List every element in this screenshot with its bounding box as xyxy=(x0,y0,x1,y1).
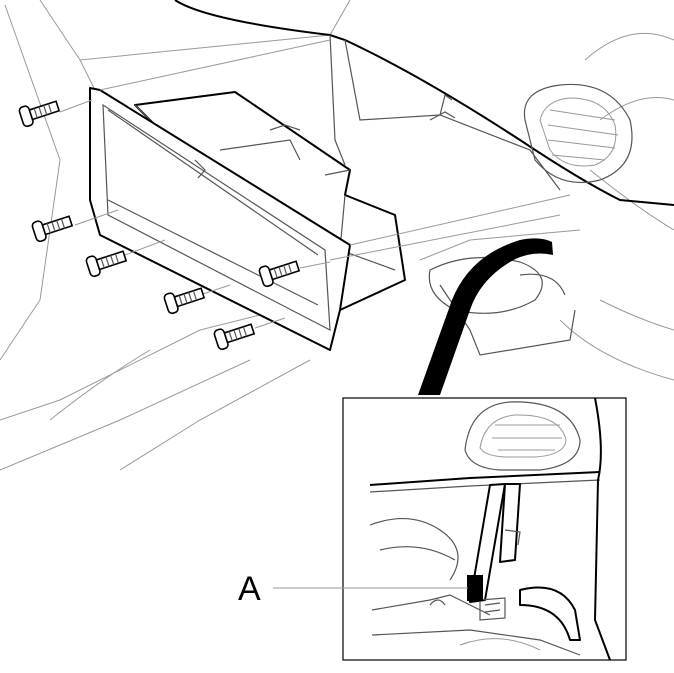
callout-label-a: A xyxy=(238,570,261,608)
detail-inset xyxy=(273,397,627,661)
assembly-leader-lines xyxy=(59,39,571,329)
cable-icon xyxy=(418,238,553,395)
dashboard-outline xyxy=(174,0,674,206)
screw-icon xyxy=(31,215,74,243)
dashboard-background xyxy=(0,0,674,471)
screw-icon xyxy=(258,260,301,288)
screw-icon xyxy=(163,287,206,315)
connector-a xyxy=(467,575,483,601)
glovebox-frame xyxy=(89,87,351,351)
air-vent xyxy=(523,83,633,184)
screw-set xyxy=(18,100,301,351)
screw-icon xyxy=(18,100,61,128)
screw-icon xyxy=(213,323,256,351)
screw-icon xyxy=(85,250,128,278)
